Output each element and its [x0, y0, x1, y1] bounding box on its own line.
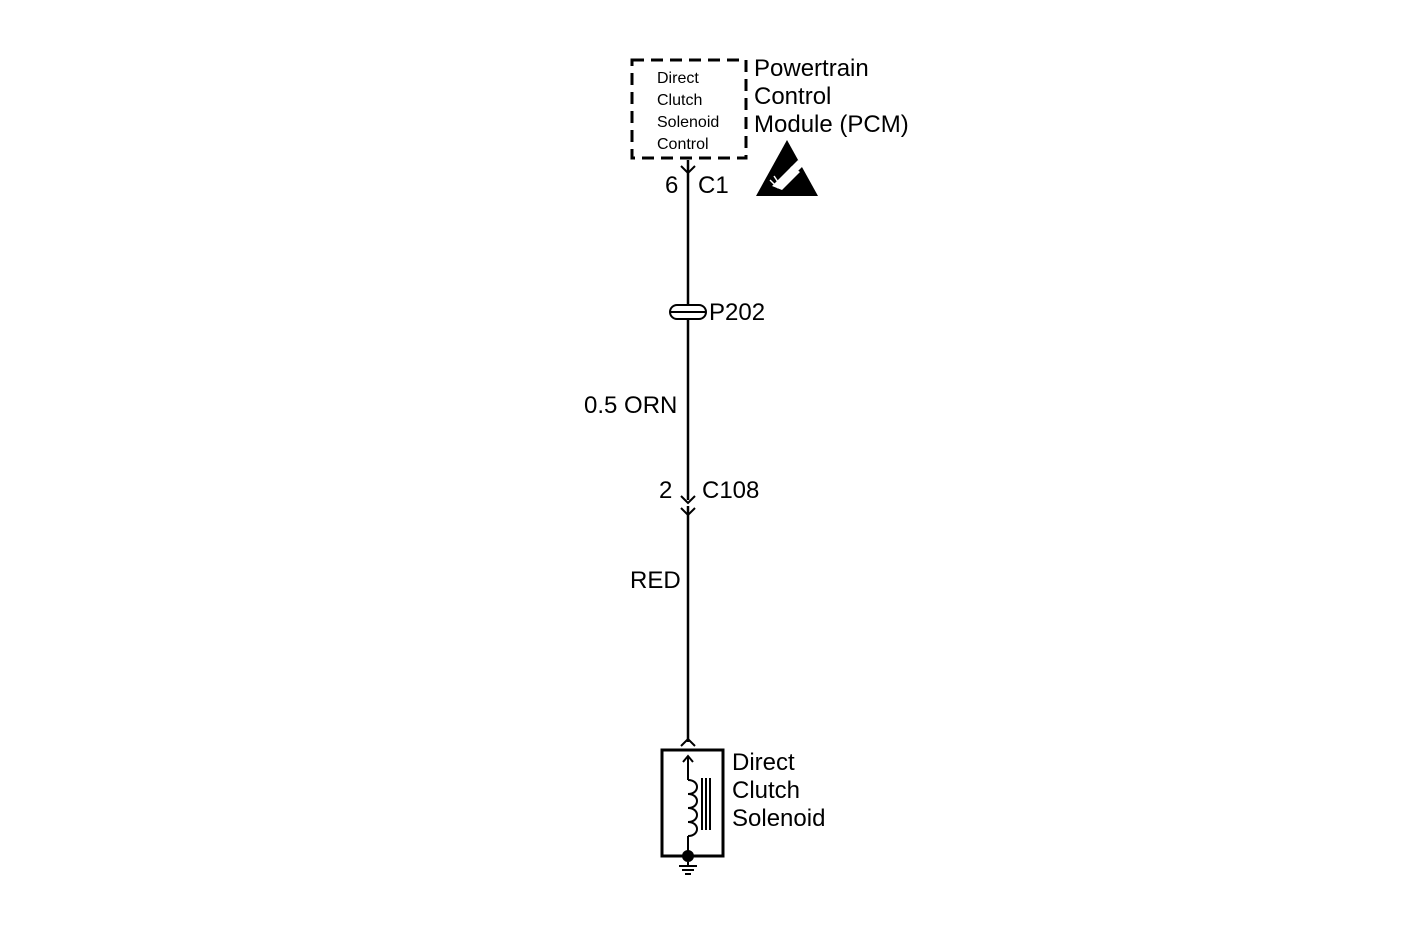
pcm-title-line-1: Powertrain [754, 55, 869, 82]
c1-pin-number: 6 [665, 172, 678, 199]
solenoid-title-line-1: Direct [732, 749, 795, 776]
pcm-inner-line-4: Control [657, 136, 709, 153]
solenoid-component [660, 748, 725, 858]
p202-label: P202 [709, 299, 765, 326]
wire-lower-label: RED [630, 567, 681, 594]
esd-warning-icon [756, 140, 818, 196]
p202-passthrough-symbol [669, 304, 707, 320]
solenoid-title-line-2: Clutch [732, 777, 800, 804]
ground-icon [679, 850, 697, 875]
pcm-inner-line-2: Clutch [657, 92, 702, 109]
solenoid-connector-symbol [680, 737, 696, 747]
wire-upper-label: 0.5 ORN [584, 392, 677, 419]
c108-connector-label: C108 [702, 477, 759, 504]
c108-pin-number: 2 [659, 477, 672, 504]
pcm-inner-line-3: Solenoid [657, 114, 719, 131]
pcm-title-line-2: Control [754, 83, 831, 110]
pcm-module-box [630, 58, 748, 160]
pcm-title-line-3: Module (PCM) [754, 111, 909, 138]
solenoid-title-line-3: Solenoid [732, 805, 825, 832]
pcm-inner-line-1: Direct [657, 70, 699, 87]
c1-connector-label: C1 [698, 172, 729, 199]
